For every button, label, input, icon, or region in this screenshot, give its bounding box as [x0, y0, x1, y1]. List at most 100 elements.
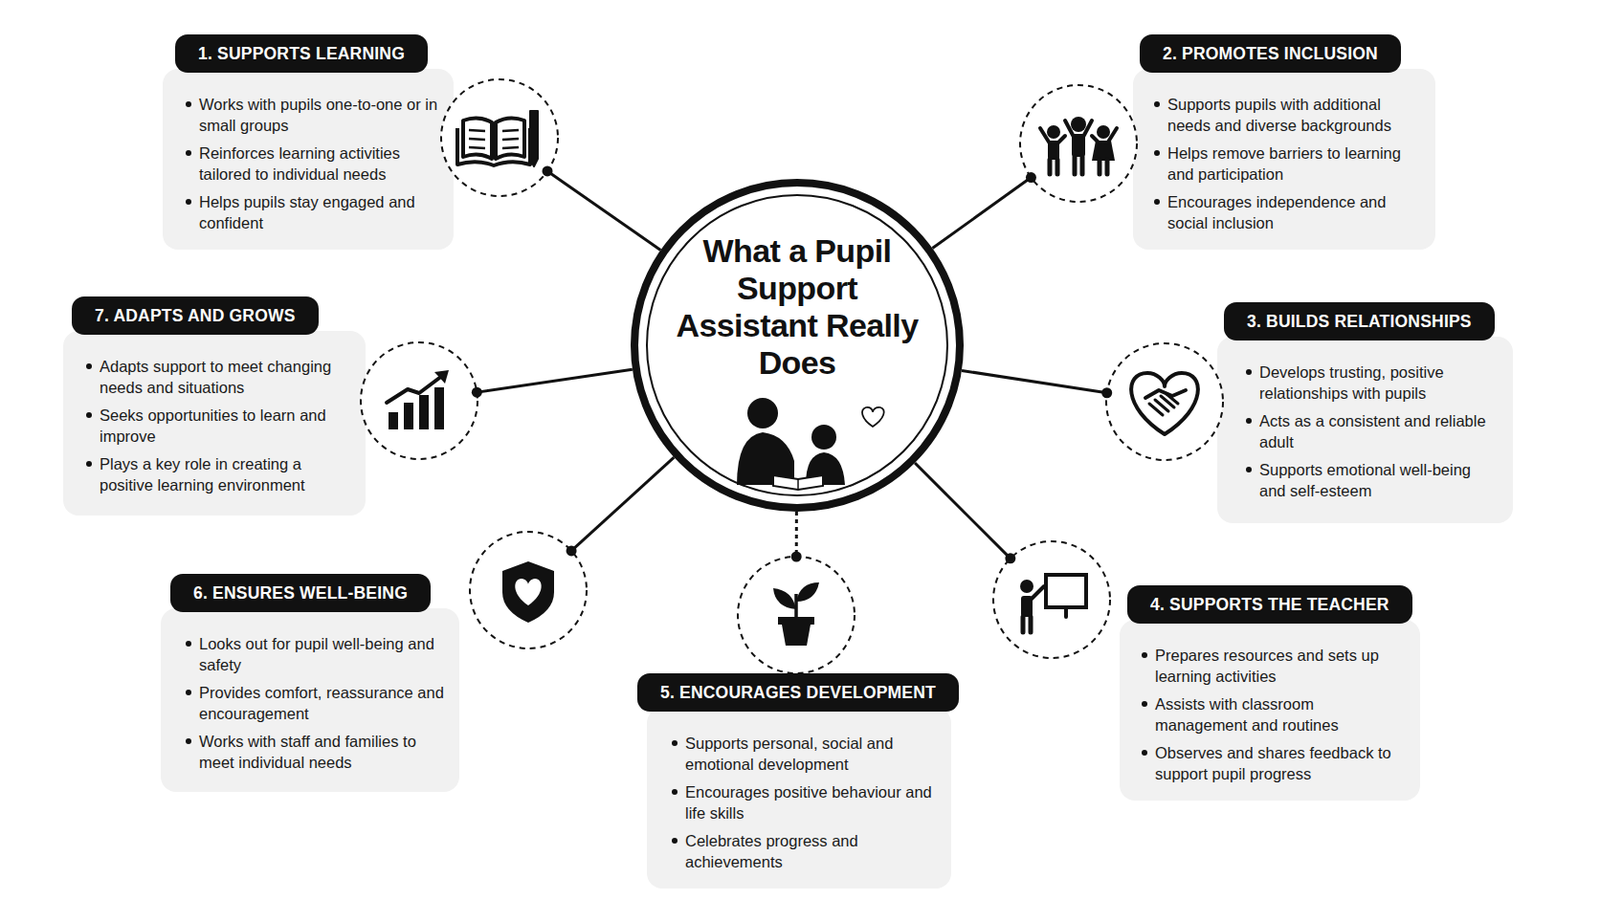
people-icon-part-part — [1046, 125, 1061, 139]
people-icon-part-part — [1065, 120, 1092, 137]
bullet-dot — [1245, 466, 1252, 473]
section-heading: 6. ENSURES WELL-BEING — [170, 574, 431, 613]
connector-line — [914, 463, 1011, 559]
growth-chart-icon — [360, 342, 478, 460]
people-icon-part-part — [1071, 133, 1086, 157]
book-icon-part-part — [468, 130, 519, 149]
bullet-dot — [185, 199, 192, 205]
bullet-item: Looks out for pupil well-being and safet… — [199, 633, 445, 676]
plant-icon-part-part — [781, 624, 811, 646]
handshake-heart-icon-part — [1131, 373, 1199, 435]
people-icon-part-part — [1047, 140, 1060, 160]
bullet-item: Encourages independence and social inclu… — [1167, 191, 1421, 234]
connector-dot — [1101, 387, 1112, 399]
plant-icon — [737, 556, 855, 674]
teacher-icon-part-part — [1021, 596, 1033, 618]
connector-dot — [1025, 172, 1037, 183]
connector-dot — [791, 552, 802, 563]
growth-chart-icon-part-part — [388, 412, 399, 430]
shield-icon-part — [469, 532, 587, 649]
section-box: 6. ENSURES WELL-BEINGLooks out for pupil… — [160, 608, 460, 793]
bullet-dot — [1141, 701, 1148, 708]
handshake-heart-icon-part-part — [1145, 390, 1186, 399]
connector-line — [961, 370, 1108, 393]
section-box: 2. PROMOTES INCLUSIONSupports pupils wit… — [1133, 68, 1436, 250]
bullet-item: Works with pupils one-to-one or in small… — [199, 93, 439, 136]
bullet-text: Helps remove barriers to learning and pa… — [1167, 144, 1401, 183]
people-icon-part-part — [1099, 159, 1108, 175]
teacher-icon-part-part — [1045, 575, 1087, 608]
bullet-dot — [1141, 652, 1148, 659]
plant-icon-part-part — [796, 582, 820, 602]
outer-ring — [634, 182, 960, 509]
growth-chart-icon-part — [386, 370, 449, 430]
connector-line — [795, 511, 799, 557]
bullet-text: Works with staff and families to meet in… — [199, 733, 417, 772]
handshake-heart-icon-part-part — [1149, 394, 1178, 416]
people-icon-part-part — [1074, 156, 1083, 175]
bullet-text: Encourages positive behaviour and life s… — [685, 783, 933, 823]
people-icon-part-part — [1091, 128, 1117, 144]
bullet-dot — [1154, 101, 1160, 108]
bullet-item: Works with staff and families to meet in… — [199, 731, 445, 774]
people-icon-part — [1040, 116, 1117, 175]
bullet-text: Provides comfort, reassurance and encour… — [199, 684, 445, 723]
connector-group — [791, 511, 802, 563]
teacher-icon-part — [993, 541, 1111, 659]
bullet-dot — [86, 412, 92, 419]
growth-chart-icon-part-part — [434, 370, 449, 384]
connector-group — [566, 457, 675, 556]
inner-ring — [646, 195, 948, 496]
connector-line — [547, 171, 661, 251]
bullet-text: Assists with classroom management and ro… — [1155, 695, 1339, 734]
section-box: 3. BUILDS RELATIONSHIPSDevelops trusting… — [1217, 336, 1513, 524]
section-box: 4. SUPPORTS THE TEACHERPrepares resource… — [1119, 620, 1421, 801]
bullet-item: Observes and shares feedback to support … — [1155, 742, 1405, 785]
teacher-icon — [993, 541, 1111, 659]
bullet-text: Helps pupils stay engaged and confident — [199, 193, 416, 232]
bullet-item: Supports personal, social and emotional … — [685, 733, 936, 776]
book-icon-part-part — [457, 128, 531, 166]
bullet-dot — [86, 461, 92, 467]
connector-group — [471, 369, 633, 398]
center-circle: What a Pupil Support Assistant Really Do… — [630, 178, 964, 512]
plant-icon-part-part — [773, 588, 797, 610]
plant-icon-part-part — [777, 617, 815, 625]
growth-chart-icon-part-part — [386, 376, 443, 403]
handshake-heart-icon-part — [1106, 343, 1223, 461]
bullet-item: Develops trusting, positive relationship… — [1259, 361, 1498, 404]
connector-dot — [1004, 553, 1016, 564]
people-icon-part-part — [1070, 116, 1087, 133]
bullet-dot — [185, 150, 192, 156]
handshake-heart-icon — [1106, 343, 1223, 461]
bullet-item: Plays a key role in creating a positive … — [99, 453, 351, 496]
connector-dot — [566, 545, 578, 556]
bullet-text: Encourages independence and social inclu… — [1167, 193, 1386, 232]
bullet-dot — [86, 363, 92, 370]
section-box: 7. ADAPTS AND GROWSAdapts support to mee… — [63, 331, 366, 516]
connector-line — [571, 457, 674, 552]
bullet-item: Assists with classroom management and ro… — [1155, 693, 1405, 736]
teacher-icon-part-part — [1031, 586, 1045, 600]
bullet-text: Seeks opportunities to learn and improve — [99, 406, 327, 445]
bullet-dot — [671, 740, 678, 747]
bullet-text: Plays a key role in creating a positive … — [99, 455, 306, 494]
bullet-text: Looks out for pupil well-being and safet… — [199, 635, 435, 674]
teacher-icon-part-part — [1022, 617, 1031, 633]
teacher-icon-part-part — [1020, 579, 1034, 594]
bullet-item: Supports emotional well-being and self-e… — [1259, 459, 1498, 502]
shield-icon — [469, 532, 587, 649]
book-icon-part-part — [530, 111, 538, 167]
bullet-item: Supports pupils with additional needs an… — [1167, 93, 1421, 136]
connector-line — [476, 369, 632, 393]
connector-group — [961, 370, 1112, 399]
bullet-dot — [671, 789, 678, 796]
bullet-item: Seeks opportunities to learn and improve — [99, 404, 351, 447]
growth-chart-icon-part — [360, 342, 478, 460]
bullet-text: Supports emotional well-being and self-e… — [1259, 461, 1471, 500]
bullet-text: Develops trusting, positive relationship… — [1259, 363, 1445, 402]
bullet-text: Reinforces learning activities tailored … — [199, 144, 400, 183]
section-box: 1. SUPPORTS LEARNINGWorks with pupils on… — [162, 68, 454, 250]
connector-line — [932, 177, 1031, 249]
